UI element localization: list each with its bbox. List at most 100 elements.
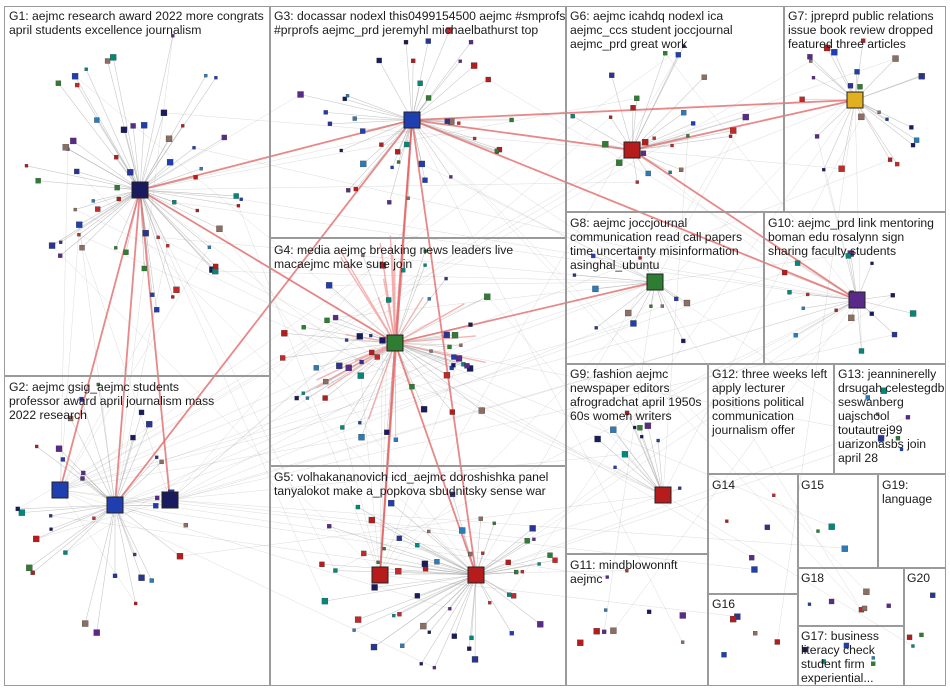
node-312 <box>869 311 874 316</box>
edge-94 <box>114 504 136 604</box>
edge-83 <box>50 504 116 530</box>
node-209 <box>414 593 421 599</box>
node-37 <box>48 242 56 249</box>
edge-127 <box>411 79 489 121</box>
node-252 <box>681 110 687 116</box>
node-142 <box>358 434 365 441</box>
node-281 <box>919 74 923 78</box>
node-34 <box>192 146 196 150</box>
node-177 <box>384 429 390 435</box>
edge-188 <box>394 342 453 413</box>
node-233 <box>321 597 329 605</box>
edge-40 <box>139 112 165 191</box>
edge-428 <box>59 323 634 491</box>
node-330 <box>633 425 637 430</box>
node-317 <box>858 348 865 354</box>
group-box-g7 <box>784 6 946 212</box>
node-299 <box>649 304 653 308</box>
node-351 <box>751 566 758 573</box>
node-71 <box>55 445 63 452</box>
node-166 <box>325 282 333 289</box>
node-120 <box>297 91 304 98</box>
edge-374 <box>379 570 627 576</box>
edge-123 <box>411 65 475 121</box>
node-92 <box>155 495 160 501</box>
node-292 <box>910 142 916 148</box>
node-264 <box>730 127 737 134</box>
edge-416 <box>59 60 811 491</box>
edge-84 <box>114 412 142 506</box>
group-label-g3: G3: docassar nodexl this0499154500 aejmc… <box>274 9 566 37</box>
group-box-g15 <box>798 474 878 568</box>
edge-336 <box>639 427 664 496</box>
node-224 <box>395 568 402 575</box>
edge-78 <box>36 446 116 506</box>
edge-365 <box>411 119 867 592</box>
red-edge-13 <box>379 342 396 576</box>
node-135 <box>340 425 345 430</box>
node-350 <box>725 519 729 523</box>
group-label-g1: G1: aejmc research award 2022 more congr… <box>9 9 264 37</box>
pink-spoke-13 <box>367 342 396 420</box>
edge-28 <box>107 60 141 191</box>
node-262 <box>728 134 733 138</box>
node-83 <box>49 527 53 531</box>
edge-158 <box>394 251 426 344</box>
edge-250 <box>611 75 633 151</box>
edge-21 <box>60 189 141 256</box>
edge-415 <box>74 76 396 344</box>
node-230 <box>478 516 483 521</box>
node-225 <box>451 633 458 639</box>
edge-77 <box>17 504 116 510</box>
node-352 <box>880 387 887 394</box>
edge-373 <box>394 342 832 527</box>
node-211 <box>547 552 553 558</box>
node-238 <box>427 529 431 534</box>
node-254 <box>642 139 649 146</box>
node-4 <box>94 117 100 123</box>
edge-47 <box>38 180 141 191</box>
node-250 <box>609 72 615 78</box>
edge-108 <box>348 119 413 191</box>
edge-402 <box>379 97 850 576</box>
node-117 <box>411 58 416 64</box>
node-338 <box>610 627 617 634</box>
node-277 <box>822 168 826 172</box>
edge-159 <box>394 264 426 344</box>
group-label-g16: G16 <box>712 597 736 611</box>
node-67 <box>63 550 68 555</box>
edge-45 <box>139 189 216 272</box>
node-169 <box>447 344 452 350</box>
node-192 <box>505 559 511 566</box>
node-57 <box>73 207 77 212</box>
edge-244 <box>417 544 477 576</box>
group-box-g11 <box>566 554 708 686</box>
node-82 <box>79 396 84 402</box>
edge-363 <box>59 247 210 491</box>
edge-110 <box>411 30 450 121</box>
edge-391 <box>169 345 462 501</box>
red-edge-16 <box>631 99 856 151</box>
node-113 <box>376 57 382 64</box>
node-309 <box>834 308 838 312</box>
hub-g2-secondary-avatar <box>51 481 69 499</box>
node-153 <box>369 333 373 338</box>
edge-389 <box>475 295 893 576</box>
edge-384 <box>613 429 664 496</box>
edge-311 <box>795 299 858 336</box>
node-228 <box>368 516 376 524</box>
edge-380 <box>681 99 856 171</box>
node-72 <box>146 421 153 428</box>
node-54 <box>212 263 219 270</box>
edge-117 <box>411 60 414 121</box>
node-125 <box>422 177 428 183</box>
edge-361 <box>158 237 664 496</box>
node-310 <box>787 290 792 295</box>
edge-147 <box>394 342 425 410</box>
node-236 <box>448 607 452 611</box>
node-306 <box>660 304 665 308</box>
node-127 <box>485 76 491 83</box>
edge-81 <box>62 459 116 506</box>
node-293 <box>807 54 813 60</box>
